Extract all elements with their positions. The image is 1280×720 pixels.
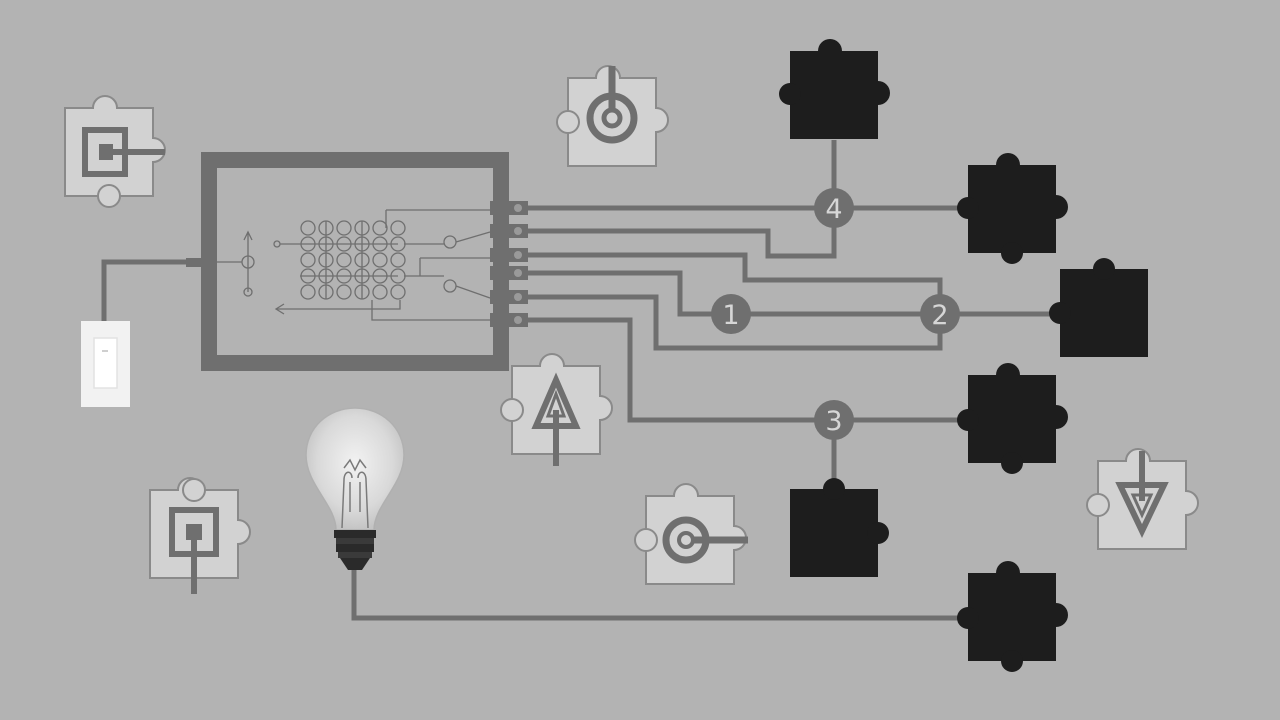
logic-grid-icon	[210, 209, 491, 321]
puzzle-piece[interactable]	[149, 477, 251, 594]
arrow-down-icon	[1115, 451, 1169, 538]
empty-slot[interactable]	[1049, 258, 1148, 357]
empty-slot[interactable]	[790, 478, 889, 577]
empty-slot[interactable]	[957, 561, 1068, 672]
junction-node-2-label: 2	[931, 300, 948, 331]
puzzle-piece[interactable]	[634, 483, 748, 585]
arrow-up-icon	[531, 372, 581, 466]
light-bulb	[305, 407, 405, 570]
puzzle-piece[interactable]	[1086, 448, 1199, 550]
square-in-icon	[82, 127, 165, 177]
puzzle-piece[interactable]	[556, 65, 669, 167]
square-down-icon	[169, 507, 219, 594]
empty-slot[interactable]	[957, 153, 1068, 264]
junction-node-4: 4	[814, 188, 854, 228]
junction-node-3: 3	[814, 400, 854, 440]
empty-slot[interactable]	[957, 363, 1068, 474]
empty-slot[interactable]	[779, 39, 890, 139]
junction-node-4-label: 4	[825, 194, 842, 225]
puzzle-piece[interactable]	[64, 95, 166, 208]
junction-node-2: 2	[920, 294, 960, 334]
puzzle-piece[interactable]	[500, 353, 613, 466]
power-icon	[586, 66, 638, 144]
control-box	[186, 152, 509, 371]
circle-right-icon	[662, 516, 748, 564]
junction-node-1-label: 1	[722, 300, 739, 331]
junction-node-1: 1	[711, 294, 751, 334]
wires	[101, 140, 1052, 621]
wall-switch[interactable]	[81, 321, 130, 407]
junction-node-3-label: 3	[825, 406, 842, 437]
